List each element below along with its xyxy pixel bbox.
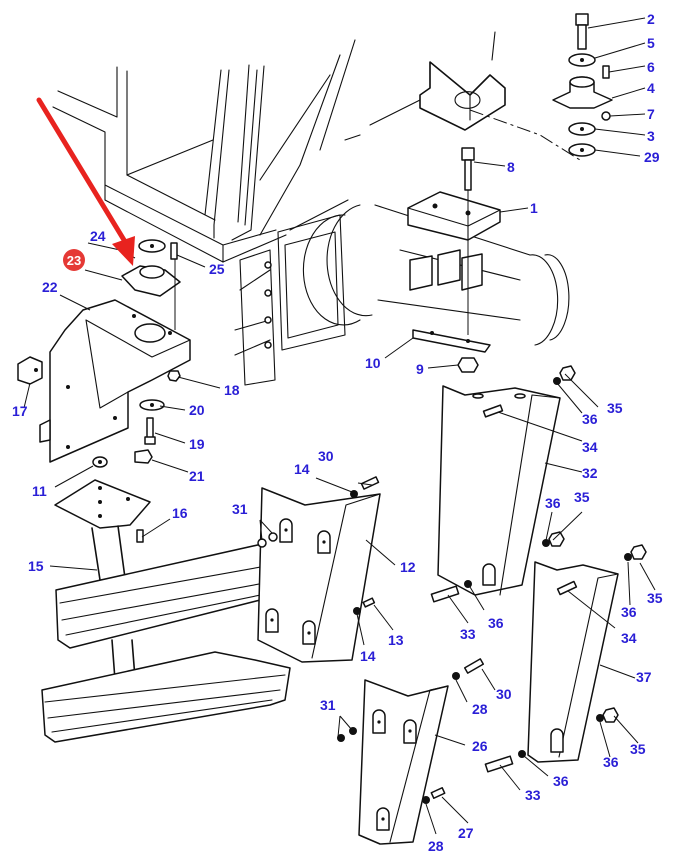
callout-30-lower[interactable]: 30 <box>496 686 512 702</box>
callout-27[interactable]: 27 <box>458 825 474 841</box>
callout-35-d[interactable]: 35 <box>630 741 646 757</box>
callout-2[interactable]: 2 <box>647 11 655 27</box>
callout-16[interactable]: 16 <box>172 505 188 521</box>
part-26-panel <box>337 658 485 845</box>
callout-35-a[interactable]: 35 <box>607 400 623 416</box>
part-15-step-assembly <box>41 479 311 743</box>
part-10-plate <box>412 329 491 353</box>
callout-7[interactable]: 7 <box>647 106 655 122</box>
callout-10[interactable]: 10 <box>365 355 381 371</box>
callout-36-d[interactable]: 36 <box>621 604 637 620</box>
callout-6[interactable]: 6 <box>647 59 655 75</box>
callout-5[interactable]: 5 <box>647 35 655 51</box>
cab-rear-mount-bracket <box>344 31 581 161</box>
callout-34-b[interactable]: 34 <box>621 630 637 646</box>
part-8-bolt <box>461 147 475 335</box>
callout-36-c[interactable]: 36 <box>488 615 504 631</box>
callout-35-b[interactable]: 35 <box>574 489 590 505</box>
callout-31-upper[interactable]: 31 <box>232 501 248 517</box>
callout-29[interactable]: 29 <box>644 149 660 165</box>
badge-label: 23 <box>67 253 81 268</box>
callout-15[interactable]: 15 <box>28 558 44 574</box>
callout-28-upper[interactable]: 28 <box>472 701 488 717</box>
highlight-arrow <box>36 97 135 266</box>
callout-26[interactable]: 26 <box>472 738 488 754</box>
callout-11[interactable]: 11 <box>32 483 47 499</box>
callout-36-b[interactable]: 36 <box>545 495 561 511</box>
callout-12[interactable]: 12 <box>400 559 416 575</box>
callout-19[interactable]: 19 <box>189 436 205 452</box>
highlight-badge-23[interactable]: 23 <box>63 249 85 271</box>
callout-30-upper[interactable]: 30 <box>318 448 334 464</box>
part-1-bracket <box>407 191 501 241</box>
callout-28-lower[interactable]: 28 <box>428 838 444 854</box>
callout-14-lower[interactable]: 14 <box>360 648 376 664</box>
callout-21[interactable]: 21 <box>189 468 205 484</box>
callout-37[interactable]: 37 <box>636 669 652 685</box>
part-12-panel <box>257 476 381 663</box>
callout-14-upper[interactable]: 14 <box>294 461 310 477</box>
callout-22[interactable]: 22 <box>42 279 58 295</box>
callout-31-lower[interactable]: 31 <box>320 697 336 713</box>
part-37-panel <box>484 544 647 773</box>
callout-24[interactable]: 24 <box>90 228 106 244</box>
callout-3[interactable]: 3 <box>647 128 655 144</box>
mount-stack-left <box>121 239 181 330</box>
callout-34-a[interactable]: 34 <box>582 439 598 455</box>
callout-36-e[interactable]: 36 <box>603 754 619 770</box>
transmission-housing <box>234 204 570 386</box>
callout-4[interactable]: 4 <box>647 80 655 96</box>
callout-33-a[interactable]: 33 <box>460 626 476 642</box>
part-32-panel <box>430 365 576 603</box>
callout-1[interactable]: 1 <box>530 200 538 216</box>
callout-labels: 2 5 6 4 7 3 29 8 1 10 9 24 25 22 17 18 2… <box>12 11 663 854</box>
callout-18[interactable]: 18 <box>224 382 240 398</box>
callout-32[interactable]: 32 <box>582 465 598 481</box>
part-22-bracket <box>17 299 191 463</box>
callout-8[interactable]: 8 <box>507 159 515 175</box>
callout-25[interactable]: 25 <box>209 261 225 277</box>
part-9-nut <box>457 357 479 373</box>
callout-35-c[interactable]: 35 <box>647 590 663 606</box>
callout-13[interactable]: 13 <box>388 632 404 648</box>
callout-17[interactable]: 17 <box>12 403 28 419</box>
callout-9[interactable]: 9 <box>416 361 424 377</box>
callout-36-a[interactable]: 36 <box>582 411 598 427</box>
small-fasteners-left <box>92 370 181 468</box>
callout-36-f[interactable]: 36 <box>553 773 569 789</box>
callout-20[interactable]: 20 <box>189 402 205 418</box>
mount-stack-right <box>552 13 613 157</box>
cab-frame <box>52 39 356 263</box>
callout-33-b[interactable]: 33 <box>525 787 541 803</box>
leader-lines <box>23 17 656 835</box>
